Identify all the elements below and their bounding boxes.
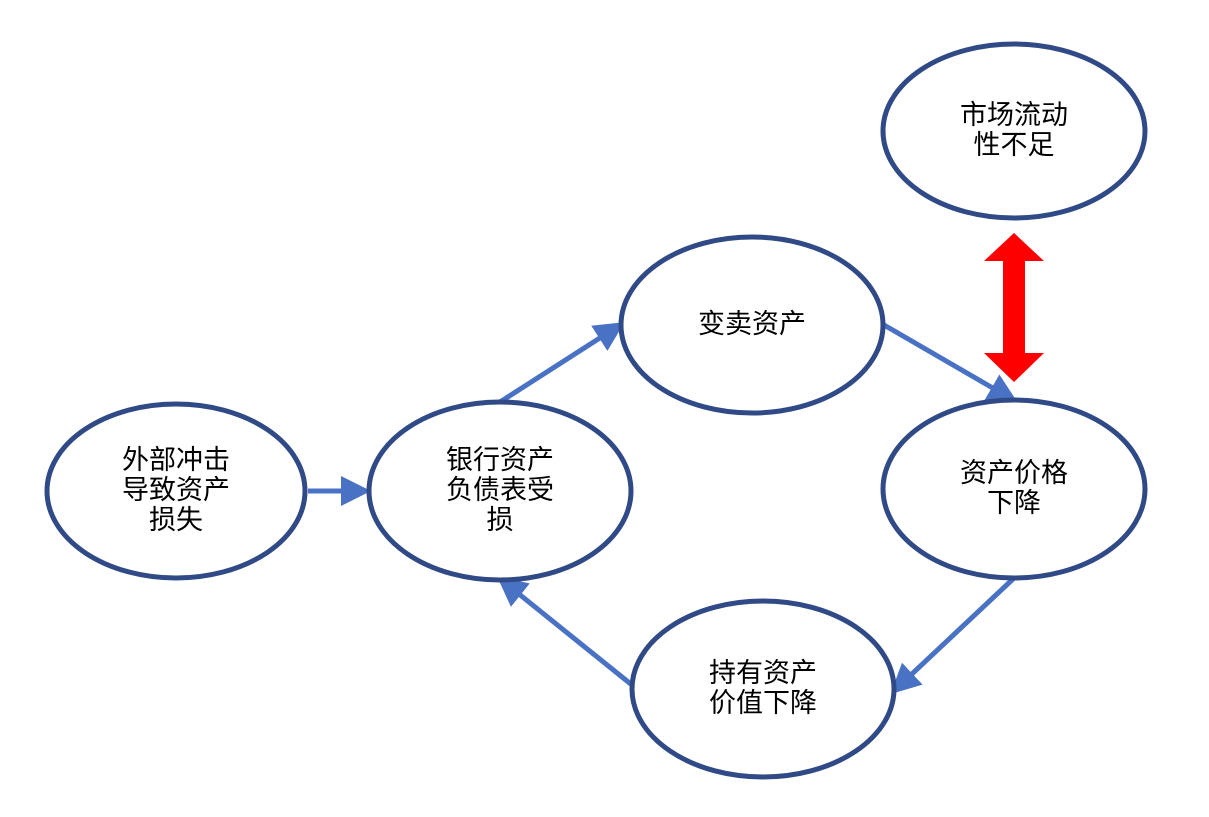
arrow-holdings-to-bank (496, 576, 634, 687)
arrow-bank-to-sell (498, 322, 625, 405)
node-sell-assets-ellipse (618, 234, 886, 416)
node-price-drop-ellipse (880, 397, 1148, 581)
node-external-shock-label: 外部冲击 导致资产 损失 (122, 445, 230, 536)
node-holdings-drop-label: 持有资产 价值下降 (709, 658, 817, 719)
node-external-shock-ellipse (44, 401, 308, 581)
node-illiquidity-ellipse (880, 41, 1148, 221)
node-bank-balance-ellipse (366, 399, 634, 583)
node-bank-balance-label: 银行资产 负债表受 损 (446, 445, 554, 536)
bidirectional-arrow (984, 233, 1044, 382)
node-holdings-drop-ellipse (629, 598, 897, 780)
node-illiquidity-label: 市场流动 性不足 (960, 100, 1068, 161)
node-price-drop-label: 资产价格 下降 (960, 458, 1068, 519)
node-sell-assets-label: 变卖资产 (698, 309, 806, 340)
arrow-price-to-holdings (890, 577, 1015, 695)
arrow-sell-to-price (882, 322, 1018, 403)
